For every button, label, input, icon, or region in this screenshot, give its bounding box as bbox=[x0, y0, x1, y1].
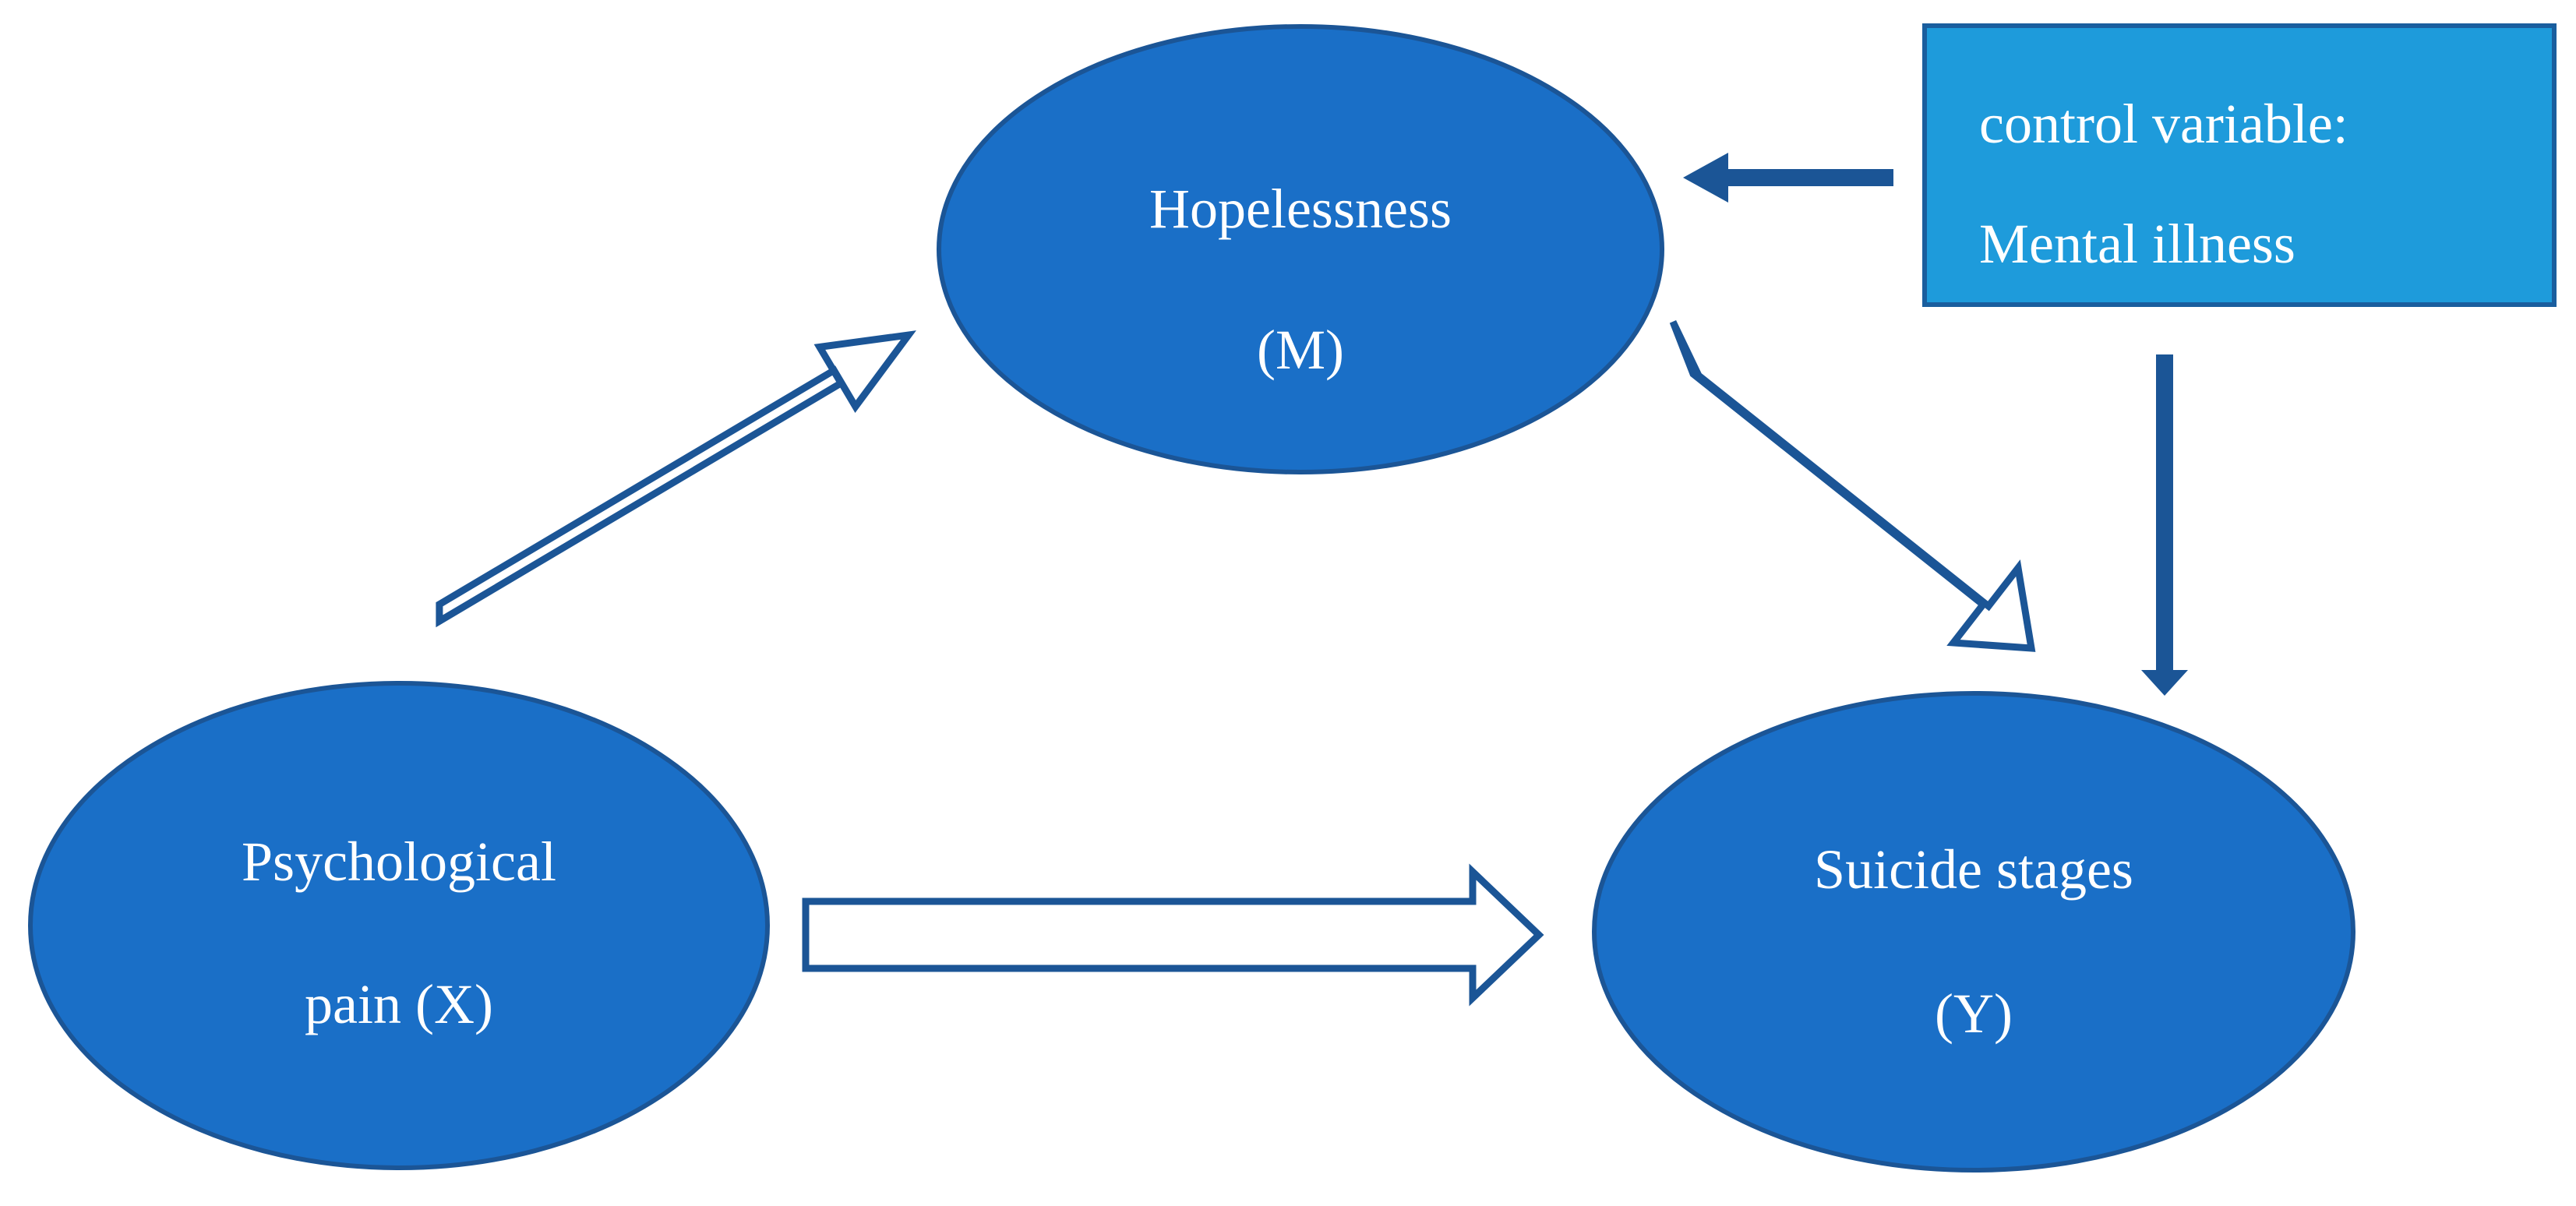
arrow-pain-to-suicide bbox=[802, 863, 1544, 1007]
control-variable-box: control variable: Mental illness bbox=[1922, 23, 2557, 307]
arrow-control-to-suicide-shaft bbox=[2156, 354, 2173, 674]
arrow-hopelessness-to-suicide bbox=[1669, 320, 2036, 652]
psychological-pain-label: Psychological bbox=[242, 830, 556, 893]
hopelessness-label: Hopelessness bbox=[1149, 178, 1452, 240]
arrow-control-to-suicide bbox=[2141, 354, 2188, 696]
mental-illness-label: Mental illness bbox=[1979, 213, 2295, 275]
node-hopelessness: Hopelessness (M) bbox=[937, 24, 1664, 474]
suicide-stages-label: Suicide stages bbox=[1814, 838, 2133, 901]
arrow-control-to-hopelessness-shaft bbox=[1722, 169, 1893, 186]
psychological-pain-symbol: pain (X) bbox=[305, 973, 493, 1035]
node-psychological-pain: Psychological pain (X) bbox=[28, 681, 770, 1170]
hopelessness-symbol: (M) bbox=[1257, 319, 1344, 381]
arrow-control-to-hopelessness bbox=[1683, 153, 1893, 203]
arrow-control-to-hopelessness-head bbox=[1683, 153, 1728, 203]
node-suicide-stages: Suicide stages (Y) bbox=[1592, 691, 2355, 1172]
control-variable-label: control variable: bbox=[1979, 93, 2348, 155]
control-variable-rect bbox=[1922, 23, 2557, 307]
psychological-pain-ellipse bbox=[28, 681, 770, 1170]
arrow-control-to-suicide-head bbox=[2141, 670, 2188, 696]
suicide-stages-symbol: (Y) bbox=[1935, 982, 2013, 1045]
arrow-pain-to-hopelessness bbox=[436, 330, 916, 628]
hopelessness-ellipse bbox=[937, 24, 1664, 474]
suicide-stages-ellipse bbox=[1592, 691, 2355, 1172]
